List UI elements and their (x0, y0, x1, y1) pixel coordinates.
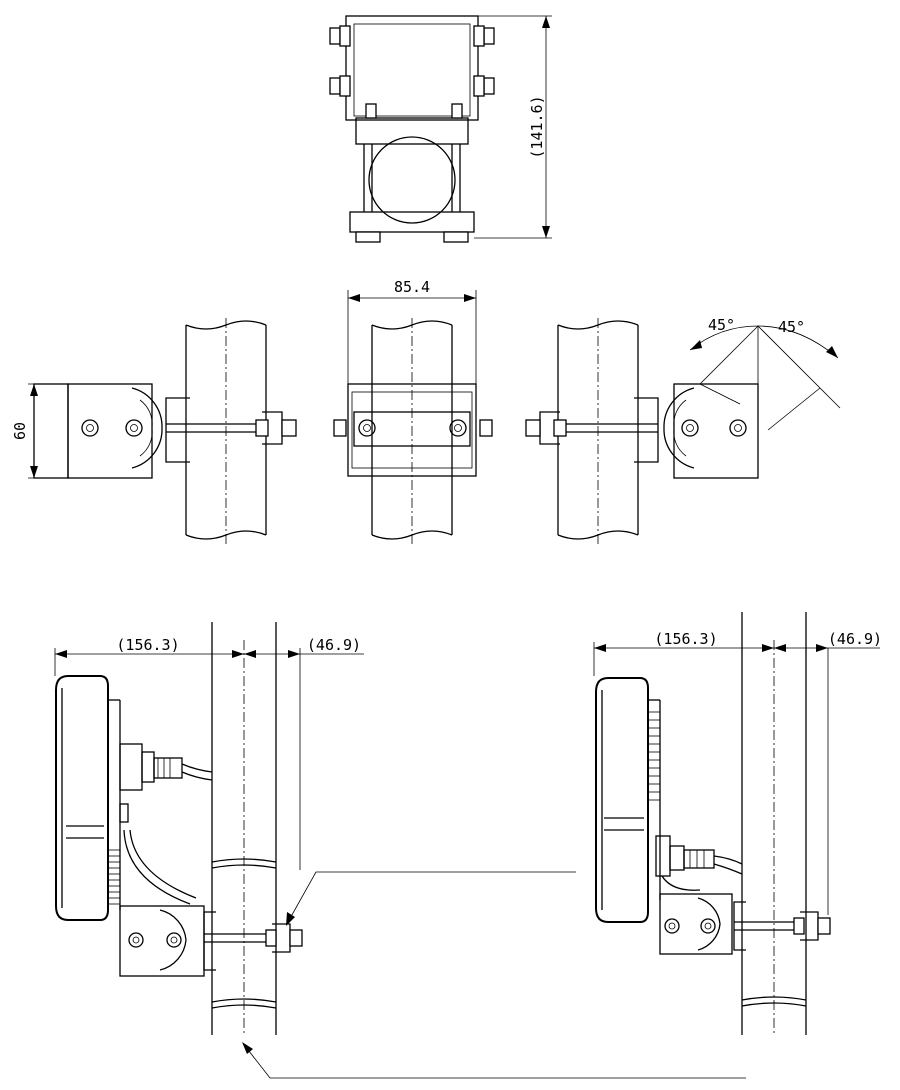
heatsink-fins-right (648, 712, 660, 800)
dim-left-offset-a: (156.3) (116, 636, 179, 654)
left-side-view: 60 (11, 318, 296, 545)
left-assembly-view: (156.3) (46.9) (55, 622, 364, 1035)
leader-lines (242, 872, 746, 1078)
dim-bracket-width: 85.4 (394, 278, 430, 296)
dim-tilt-right: 45° (778, 318, 805, 336)
dim-right-offset-b: (46.9) (828, 630, 882, 648)
heatsink-fins (108, 850, 120, 904)
right-side-view: 45° 45° (526, 316, 840, 545)
right-assembly-view: (156.3) (46.9) (594, 612, 882, 1035)
dim-bracket-height: (141.6) (528, 95, 546, 158)
dim-right-offset-a: (156.3) (654, 630, 717, 648)
dim-bracket-depth: 60 (11, 422, 29, 440)
dim-left-offset-b: (46.9) (307, 636, 361, 654)
top-view: (141.6) (330, 16, 552, 242)
top-view-bolts (330, 26, 494, 96)
dim-tilt-left: 45° (708, 316, 735, 334)
front-view: 85.4 (334, 278, 492, 545)
